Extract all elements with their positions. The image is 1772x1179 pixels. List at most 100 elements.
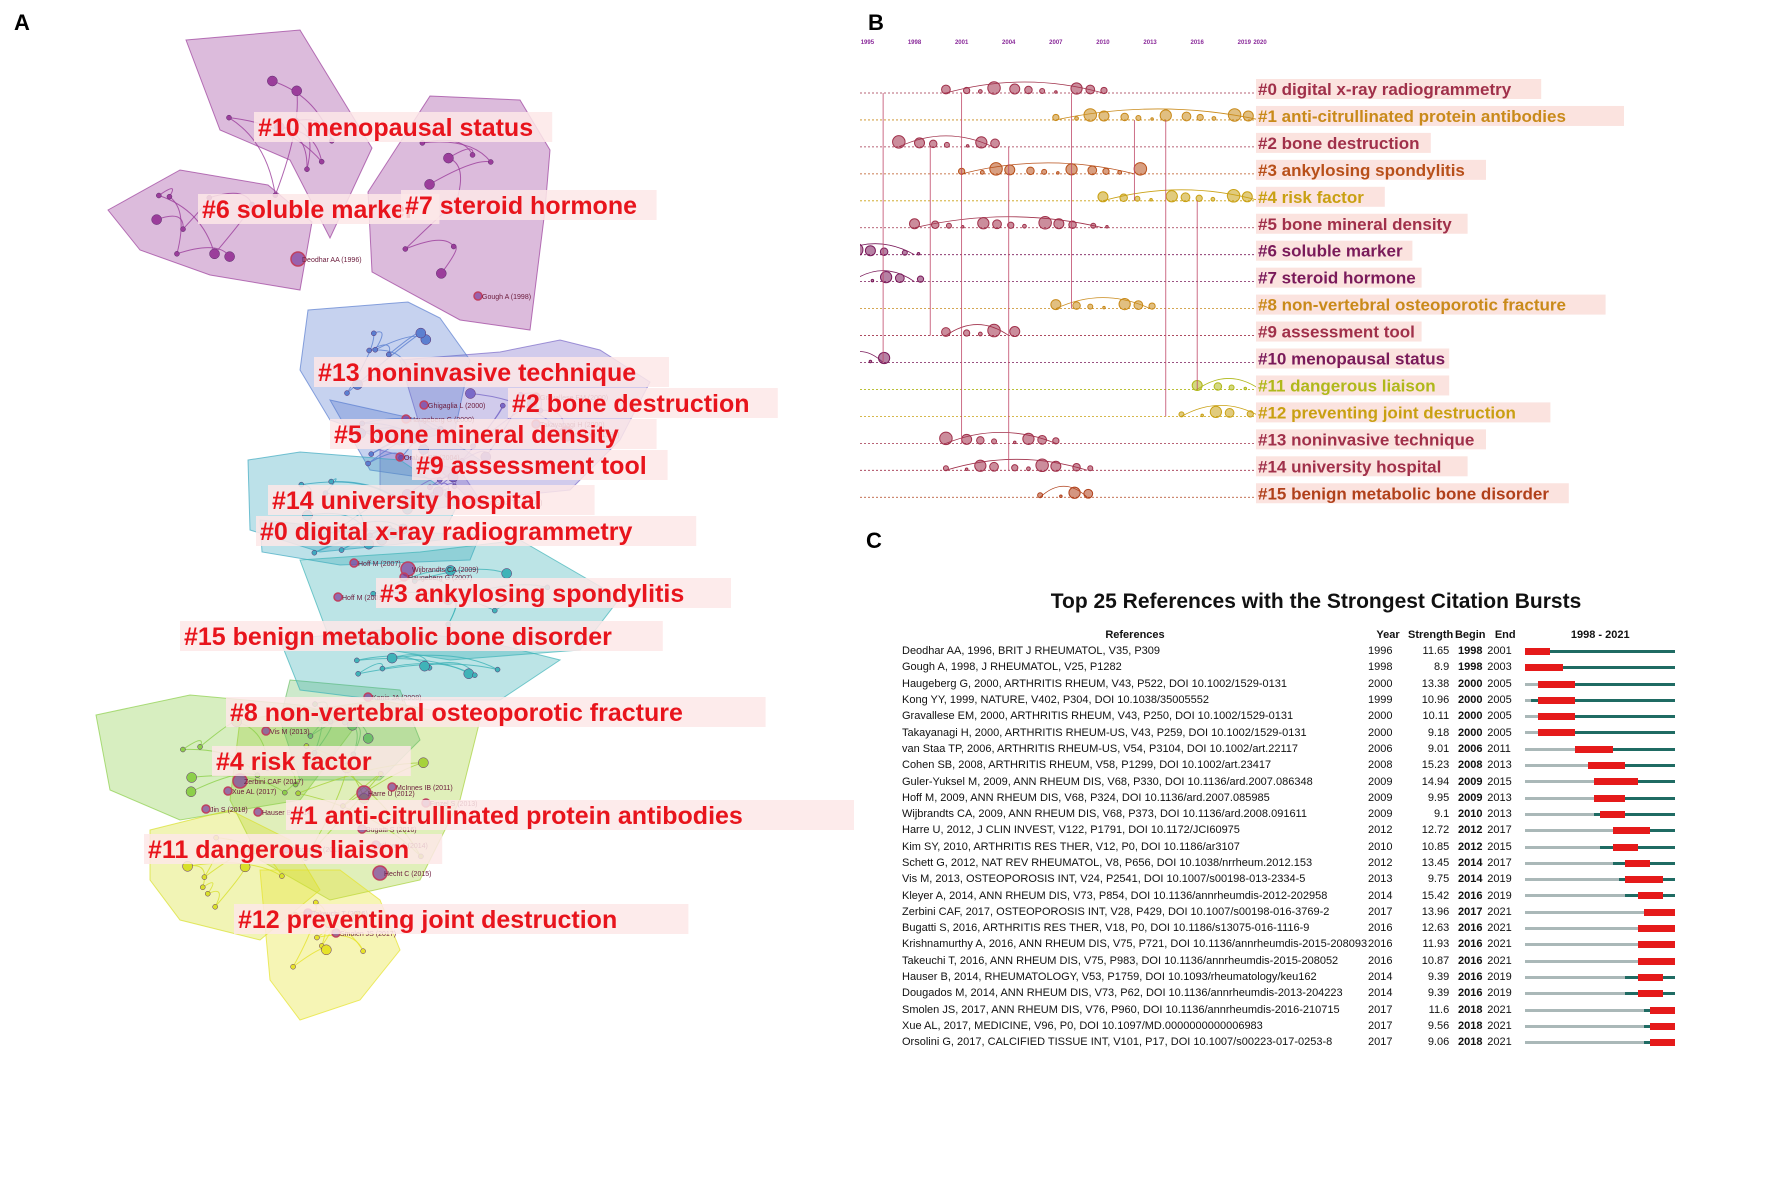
timeline-cluster-label: #9 assessment tool	[1258, 323, 1415, 342]
burst-bar-red	[1537, 680, 1576, 688]
burst-cell-ref: Hauser B, 2014, RHEUMATOLOGY, V53, P1759…	[902, 971, 1317, 984]
network-panel: A Deodhar AA (1996)Gough A (1998)Gravall…	[0, 0, 860, 1179]
burst-cell-ref: van Staa TP, 2006, ARTHRITIS RHEUM-US, V…	[902, 742, 1299, 755]
timeline-node	[1004, 164, 1016, 176]
timeline-cluster-label: #2 bone destruction	[1258, 134, 1420, 153]
node-label: Zerbini CAF (2017)	[244, 779, 304, 786]
year-tick-label: 2020	[1253, 40, 1267, 46]
timeline-label-bg	[1256, 159, 1486, 180]
burst-cell-begin: 2009	[1457, 775, 1483, 788]
burst-cell-end: 2005	[1487, 710, 1512, 723]
timeline-label-bg	[1256, 267, 1422, 288]
network-node	[491, 607, 498, 614]
timeline-arc	[860, 351, 884, 363]
cluster-label-bg	[212, 746, 411, 776]
burst-panel: C Top 25 References with the Strongest C…	[860, 528, 1772, 1179]
burst-bar-cell	[1523, 855, 1677, 871]
network-node	[201, 874, 208, 880]
timeline-label-bg	[1256, 240, 1413, 261]
network-node	[180, 226, 186, 232]
network-node	[494, 666, 501, 673]
burst-cell-begin: 2014	[1457, 873, 1483, 886]
burst-bar-cell	[1523, 692, 1677, 708]
network-node	[362, 733, 374, 744]
timeline-cluster-label: #15 benign metabolic bone disorder	[1258, 484, 1549, 503]
burst-cell-year: 2000	[1368, 726, 1393, 739]
network-node	[424, 179, 435, 190]
hub-node	[372, 865, 388, 881]
year-tick-label: 1998	[908, 40, 922, 46]
timeline-arc	[945, 324, 1009, 336]
timeline-node	[930, 220, 940, 229]
burst-bar-cell	[1523, 936, 1677, 952]
year-tick-label: 1995	[861, 40, 875, 46]
burst-cell-year: 2009	[1368, 775, 1393, 788]
burst-cell-year: 2017	[1368, 1019, 1393, 1032]
burst-bar-cell	[1523, 659, 1677, 675]
burst-cell-begin: 2000	[1457, 710, 1483, 723]
column-header: References	[1105, 628, 1165, 641]
burst-cell-strength: 13.45	[1421, 857, 1450, 869]
timeline-node	[1133, 162, 1148, 176]
burst-cell-strength: 10.96	[1421, 694, 1450, 707]
network-node	[200, 884, 206, 891]
timeline-node	[1210, 196, 1216, 202]
network-node	[224, 251, 235, 262]
burst-cell-ref: Takayanagi H, 2000, ARTHRITIS RHEUM-US, …	[902, 726, 1307, 739]
cluster-label-7: #7 steroid hormone	[405, 192, 637, 220]
burst-bar-cell	[1523, 773, 1677, 789]
burst-cell-end: 2021	[1487, 938, 1512, 951]
burst-cell-begin: 2000	[1457, 726, 1483, 739]
burst-bar-cell	[1523, 822, 1677, 838]
burst-bar-track	[1525, 650, 1676, 653]
cluster-label-bg	[256, 516, 697, 546]
burst-cell-year: 2016	[1368, 954, 1393, 967]
burst-cell-ref: Hoff M, 2009, ANN RHEUM DIS, V68, P324, …	[902, 791, 1270, 804]
timeline-node	[1213, 382, 1223, 391]
burst-bar-red	[1575, 745, 1613, 753]
timeline-label-bg	[1256, 402, 1551, 423]
network-node	[372, 347, 379, 353]
burst-cell-year: 2017	[1368, 1036, 1393, 1049]
cluster-label-1: #1 anti-citrullinated protein antibodies	[290, 802, 743, 830]
timeline-node	[1072, 301, 1081, 310]
burst-cell-ref: Smolen JS, 2017, ANN RHEUM DIS, V76, P96…	[902, 1003, 1340, 1016]
timeline-node	[1087, 465, 1094, 472]
burst-row: Xue AL, 2017, MEDICINE, V96, P0, DOI 10.…	[902, 1018, 1677, 1034]
burst-bar-prepub	[1525, 1041, 1644, 1045]
timeline-node	[909, 218, 921, 230]
network-node	[186, 772, 197, 783]
burst-row: Krishnamurthy A, 2016, ANN RHEUM DIS, V7…	[902, 936, 1677, 952]
hub-node	[473, 291, 483, 301]
burst-row: Zerbini CAF, 2017, OSTEOPOROSIS INT, V28…	[902, 904, 1677, 920]
burst-bar-prepub	[1525, 812, 1594, 816]
timeline-node	[1050, 460, 1062, 472]
burst-cell-ref: Orsolini G, 2017, CALCIFIED TISSUE INT, …	[902, 1036, 1333, 1049]
burst-bar-red	[1537, 729, 1576, 737]
timeline-node	[1102, 305, 1106, 310]
timeline-node	[992, 219, 1002, 230]
network-node	[209, 248, 220, 260]
burst-cell-begin: 2018	[1457, 1003, 1483, 1016]
burst-bar-cell	[1523, 790, 1677, 806]
burst-cell-strength: 8.9	[1433, 661, 1450, 674]
burst-cell-end: 2003	[1487, 661, 1512, 674]
burst-bar-prepub	[1525, 927, 1638, 931]
network-edge	[391, 654, 498, 671]
network-node	[386, 652, 398, 664]
burst-cell-end: 2021	[1487, 905, 1512, 918]
burst-bar-red	[1525, 664, 1563, 672]
burst-cell-strength: 15.23	[1421, 759, 1450, 772]
year-tick-label: 2001	[955, 40, 969, 46]
burst-bar-red	[1650, 1039, 1676, 1047]
burst-bar-red	[1637, 990, 1663, 998]
burst-cell-ref: Deodhar AA, 1996, BRIT J RHEUMATOL, V35,…	[902, 645, 1161, 658]
timeline-node	[1242, 110, 1254, 122]
burst-cell-year: 2012	[1368, 824, 1393, 837]
timeline-node	[1035, 458, 1049, 473]
node-label: Harre U (2012)	[368, 791, 415, 798]
burst-bar-cell	[1523, 904, 1677, 920]
burst-table-body: Deodhar AA, 1996, BRIT J RHEUMATOL, V35,…	[902, 643, 1677, 1050]
burst-row: Schett G, 2012, NAT REV RHEUMATOL, V8, P…	[902, 855, 1677, 871]
burst-cell-strength: 11.6	[1428, 1003, 1450, 1016]
